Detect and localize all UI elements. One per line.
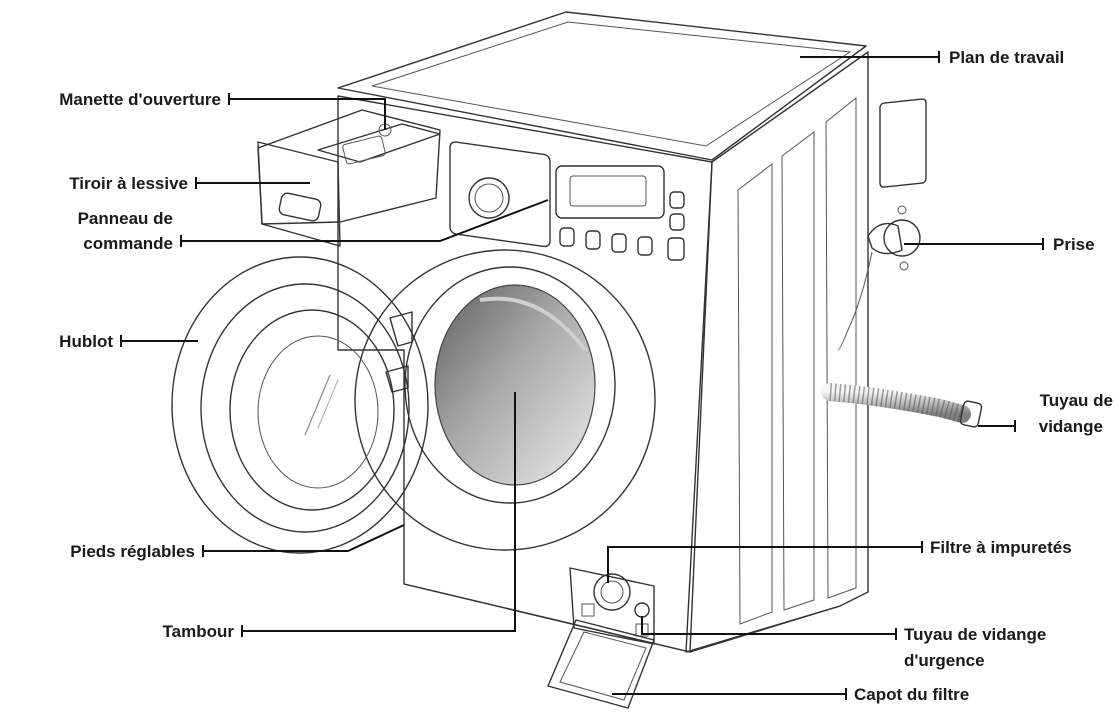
label-filtre-impuretes: Filtre à impuretés [930, 538, 1072, 557]
drain-hose-end [959, 400, 983, 428]
label-tuyau-urgence-line2: d'urgence [904, 651, 985, 670]
program-knob [468, 177, 510, 219]
drum-ring-outer [354, 249, 656, 551]
label-tiroir-lessive: Tiroir à lessive [69, 174, 188, 193]
program-knob-inner [474, 183, 504, 213]
label-pieds-reglables: Pieds réglables [70, 542, 195, 561]
label-hublot: Hublot [59, 332, 113, 351]
side-panel [685, 51, 869, 653]
control-buttons [559, 191, 685, 261]
lcd-screen [569, 175, 647, 207]
side-ribs [737, 96, 857, 625]
machine-illustration [171, 11, 983, 709]
drain-hose [821, 383, 971, 423]
worktop [337, 11, 867, 161]
base-line [403, 583, 841, 653]
lcd-display [555, 165, 665, 219]
power-socket [837, 98, 927, 351]
labels: Plan de travail Manette d'ouverture Tiro… [59, 48, 1113, 704]
control-panel [449, 141, 685, 261]
label-tuyau-vidange-line1: Tuyau de [1040, 391, 1113, 410]
filter-cover [547, 619, 655, 709]
filter-area [569, 567, 655, 645]
label-manette-ouverture: Manette d'ouverture [59, 90, 221, 109]
label-capot-filtre: Capot du filtre [854, 685, 969, 704]
label-tambour: Tambour [163, 622, 235, 641]
leader-lines [120, 51, 1044, 700]
label-prise: Prise [1053, 235, 1095, 254]
label-panneau-line2: commande [83, 234, 173, 253]
control-display-frame [449, 141, 551, 248]
label-plan-de-travail: Plan de travail [949, 48, 1064, 67]
detergent-drawer [257, 109, 441, 247]
filter-cover-inner [559, 631, 647, 701]
drum-ring-inner [404, 266, 616, 504]
label-panneau-line1: Panneau de [78, 209, 173, 228]
worktop-inner [371, 21, 852, 147]
door-porthole [171, 256, 429, 554]
label-tuyau-vidange-line2: vidange [1039, 417, 1103, 436]
label-tuyau-urgence-line1: Tuyau de vidange [904, 625, 1046, 644]
drum-edge-highlight [479, 296, 587, 352]
